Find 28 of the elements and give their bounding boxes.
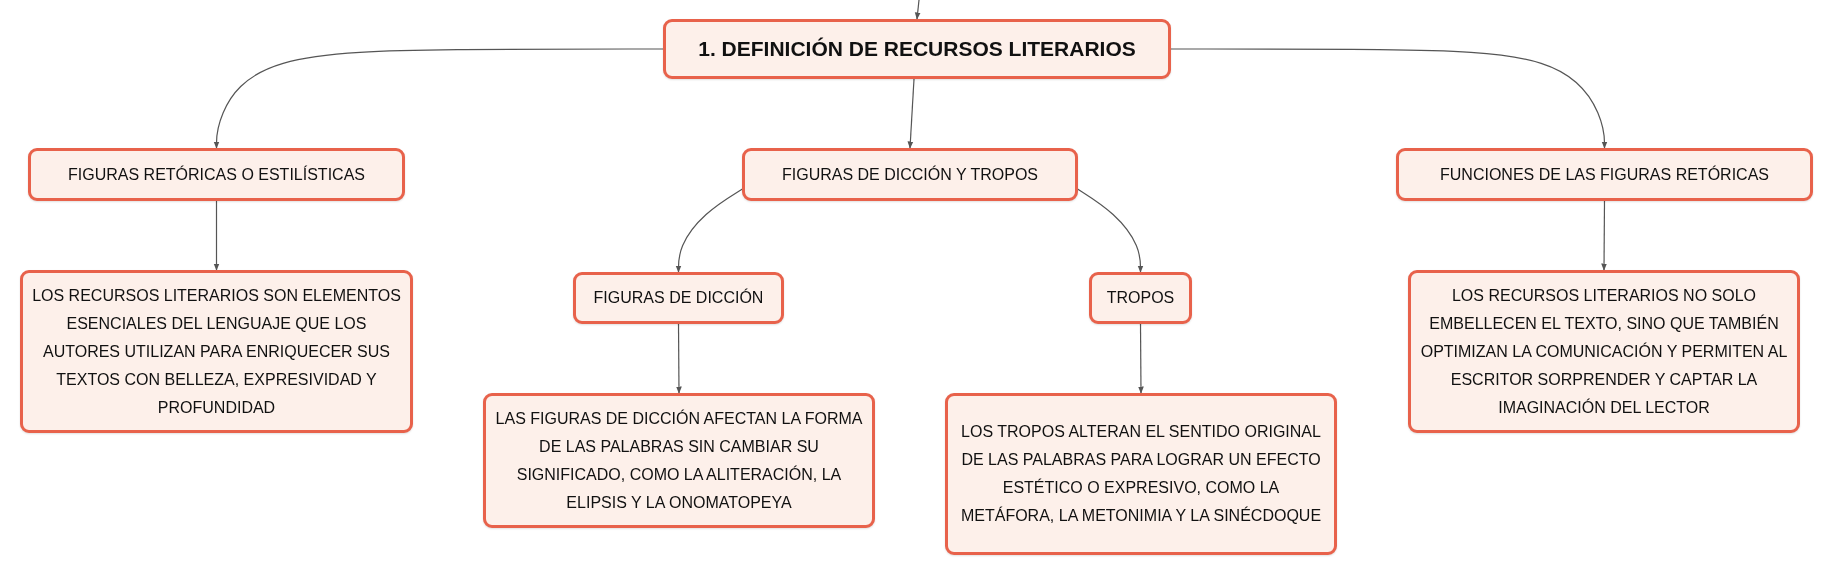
topic-box <box>20 270 413 433</box>
connector-arrow <box>213 200 220 271</box>
connector-arrow <box>1601 200 1607 271</box>
connector-arrow <box>1138 323 1144 394</box>
topic-text: TROPOS <box>1106 288 1175 308</box>
connector-arrow <box>914 0 921 20</box>
topic-box <box>573 272 784 324</box>
topic-text: LOS RECURSOS LITERARIOS SON ELEMENTOS ESENCIALES DEL LENGUAJE QUE LOS AUTORES UTILIZAN PARA ENRIQUECER SUS TEXTOS CON BELLEZA, EXPRESIVIDAD Y PROFUNDIDAD <box>31 285 402 418</box>
topic-text: FIGURAS DE DICCIÓN <box>593 287 764 308</box>
topic-box <box>1089 272 1192 324</box>
topic-box <box>1408 270 1800 433</box>
topic-text: LOS TROPOS ALTERAN EL SENTIDO ORIGINAL DE LAS PALABRAS PARA LOGRAR UN EFECTO ESTÉTICO O EXPRESIVO, COMO LA METÁFORA, LA METONIMIA Y LA SINÉCDOQUE <box>959 422 1323 526</box>
topic-text: FIGURAS DE DICCIÓN Y TROPOS <box>781 164 1038 185</box>
main-topic-box <box>663 19 1171 79</box>
topic-box <box>945 393 1337 555</box>
topic-text: FUNCIONES DE LAS FIGURAS RETÓRICAS <box>1440 164 1769 185</box>
topic-text: LAS FIGURAS DE DICCIÓN AFECTAN LA FORMA DE LAS PALABRAS SIN CAMBIAR SU SIGNIFICADO, COMO LA ALITERACIÓN, LA ELIPSIS Y LA ONOMATOPEYA <box>494 408 864 513</box>
topic-box <box>742 148 1078 201</box>
topic-box <box>483 393 875 528</box>
connector-arrow <box>1170 48 1608 149</box>
connector-arrow <box>907 78 915 149</box>
topic-box <box>1396 148 1813 201</box>
topic-text: 1. DEFINICIÓN DE RECURSOS LITERARIOS <box>698 36 1136 62</box>
topic-text: LOS RECURSOS LITERARIOS NO SOLO EMBELLECEN EL TEXTO, SINO QUE TAMBIÉN OPTIMIZAN LA COMUNICACIÓN Y PERMITEN AL ESCRITOR SORPRENDER Y CAPTAR LA IMAGINACIÓN DEL LECTOR <box>1419 285 1789 418</box>
connector-arrow <box>213 48 664 149</box>
topic-text: FIGURAS RETÓRICAS O ESTILÍSTICAS <box>68 164 365 185</box>
connector-arrow <box>676 323 682 394</box>
topic-box <box>28 148 405 201</box>
